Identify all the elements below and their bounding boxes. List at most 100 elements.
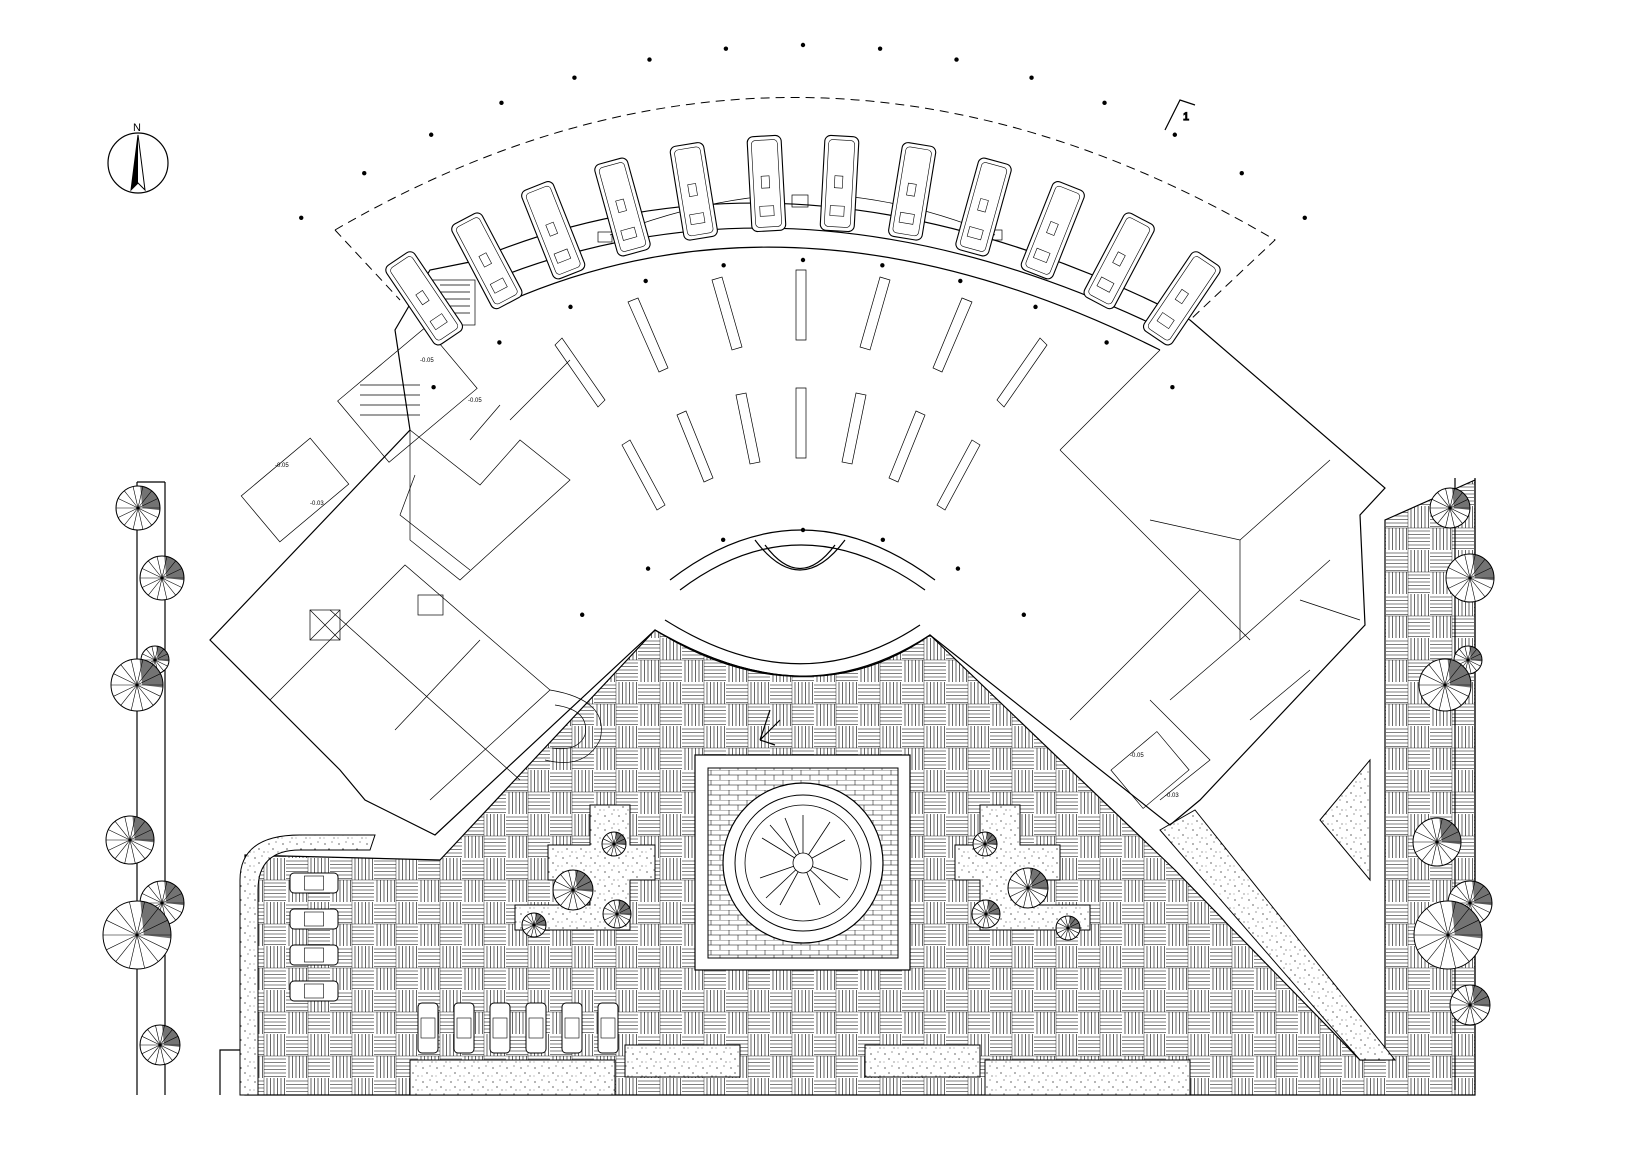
tree-symbol	[972, 831, 998, 857]
toilet-block-left	[240, 279, 478, 543]
tree-symbol	[1445, 553, 1495, 603]
parked-cars-left	[289, 872, 339, 1002]
tree-symbol	[105, 815, 155, 865]
level-mark-1: -0.05	[420, 358, 434, 364]
central-fountain	[694, 754, 911, 971]
left-wing-rooms	[269, 359, 571, 801]
diagonal-walkway	[1159, 809, 1397, 1061]
entrance-arrow	[759, 709, 781, 746]
tree-row-left	[102, 485, 185, 1066]
column-dot	[643, 278, 648, 284]
parked-car	[289, 980, 339, 1002]
coach-bay	[1142, 251, 1221, 346]
coach-bay	[746, 134, 787, 233]
level-mark-2: -0.05	[468, 398, 482, 404]
parked-car	[525, 1002, 547, 1054]
tree-symbol	[102, 900, 172, 970]
column-dot	[499, 100, 504, 106]
column-dot	[880, 263, 885, 268]
right-wing-rooms	[1059, 349, 1361, 809]
column-dot	[1033, 304, 1038, 310]
bottom-planters	[409, 1044, 1191, 1096]
tree-symbol	[139, 555, 185, 601]
compass-north-label: N	[133, 122, 141, 134]
column-dot	[958, 278, 963, 284]
tree-symbol	[601, 831, 627, 857]
column-dot	[1021, 612, 1027, 617]
triangle-planter	[1319, 758, 1371, 882]
column-dot	[723, 46, 729, 51]
tree-symbol	[1055, 915, 1081, 941]
level-mark-4: -0.03	[310, 501, 324, 507]
coach-bay	[451, 212, 523, 310]
column-dot	[299, 215, 304, 220]
parked-car	[417, 1002, 439, 1054]
column-dot	[721, 263, 726, 268]
parked-car	[289, 908, 339, 930]
column-dot	[1239, 170, 1244, 176]
entrance-walkway	[239, 834, 376, 1096]
column-dot	[362, 170, 367, 176]
coach-bay	[669, 142, 718, 241]
tree-symbol	[1418, 658, 1472, 712]
hall-seating-rows	[554, 269, 1048, 511]
column-dot	[880, 537, 886, 543]
coach-bay	[955, 157, 1012, 257]
parked-car	[561, 1002, 583, 1054]
coach-bay	[819, 134, 860, 233]
coach-bay	[1020, 181, 1085, 280]
coach-bay	[385, 251, 464, 346]
parked-car	[289, 944, 339, 966]
column-dot	[572, 75, 577, 80]
tree-symbol	[602, 899, 632, 929]
column-dot	[647, 57, 652, 62]
column-dot	[720, 537, 726, 543]
tree-symbol	[971, 899, 1001, 929]
column-dot	[1029, 75, 1034, 80]
column-dot	[645, 566, 651, 571]
column-dot	[1172, 132, 1178, 137]
tree-symbol	[115, 485, 161, 531]
tree-symbol	[110, 658, 164, 712]
tree-symbol	[552, 869, 594, 911]
tree-symbol	[1412, 817, 1462, 867]
section-mark: 1	[1164, 99, 1196, 131]
column-dot	[1102, 100, 1107, 106]
column-dot	[955, 566, 961, 571]
level-mark-5: -0.05	[1130, 753, 1144, 759]
column-dot	[800, 257, 806, 263]
parked-cars-bottom	[417, 1002, 619, 1054]
section-mark-label: 1	[1183, 111, 1189, 123]
coach-bay	[1083, 212, 1155, 310]
column-dot	[877, 46, 883, 51]
column-dot	[568, 304, 573, 310]
parked-car	[453, 1002, 475, 1054]
coach-bay	[594, 157, 651, 257]
column-dot	[428, 132, 434, 137]
coach-bays	[385, 134, 1221, 346]
column-dot	[954, 57, 959, 62]
plaza-shrubs	[521, 831, 1081, 941]
parked-car	[489, 1002, 511, 1054]
column-dot	[1170, 384, 1175, 390]
tree-symbol	[521, 912, 547, 938]
column-dot	[497, 340, 502, 345]
level-mark-6: -0.03	[1165, 793, 1179, 799]
tree-row-right	[1412, 487, 1495, 1026]
tree-symbol	[1007, 867, 1049, 909]
tree-symbol	[1429, 487, 1471, 529]
coach-bay	[888, 142, 937, 241]
column-dot	[1104, 340, 1109, 345]
north-compass: N	[107, 122, 169, 194]
column-dot	[579, 612, 585, 617]
parked-car	[289, 872, 339, 894]
tree-symbol	[1413, 900, 1483, 970]
column-dot	[800, 527, 806, 533]
structural-columns	[299, 42, 1307, 617]
coach-bay	[521, 181, 586, 280]
column-dot	[800, 42, 806, 48]
level-mark-3: -0.05	[275, 463, 289, 469]
column-dot	[1302, 215, 1307, 220]
tree-symbol	[139, 1024, 181, 1066]
